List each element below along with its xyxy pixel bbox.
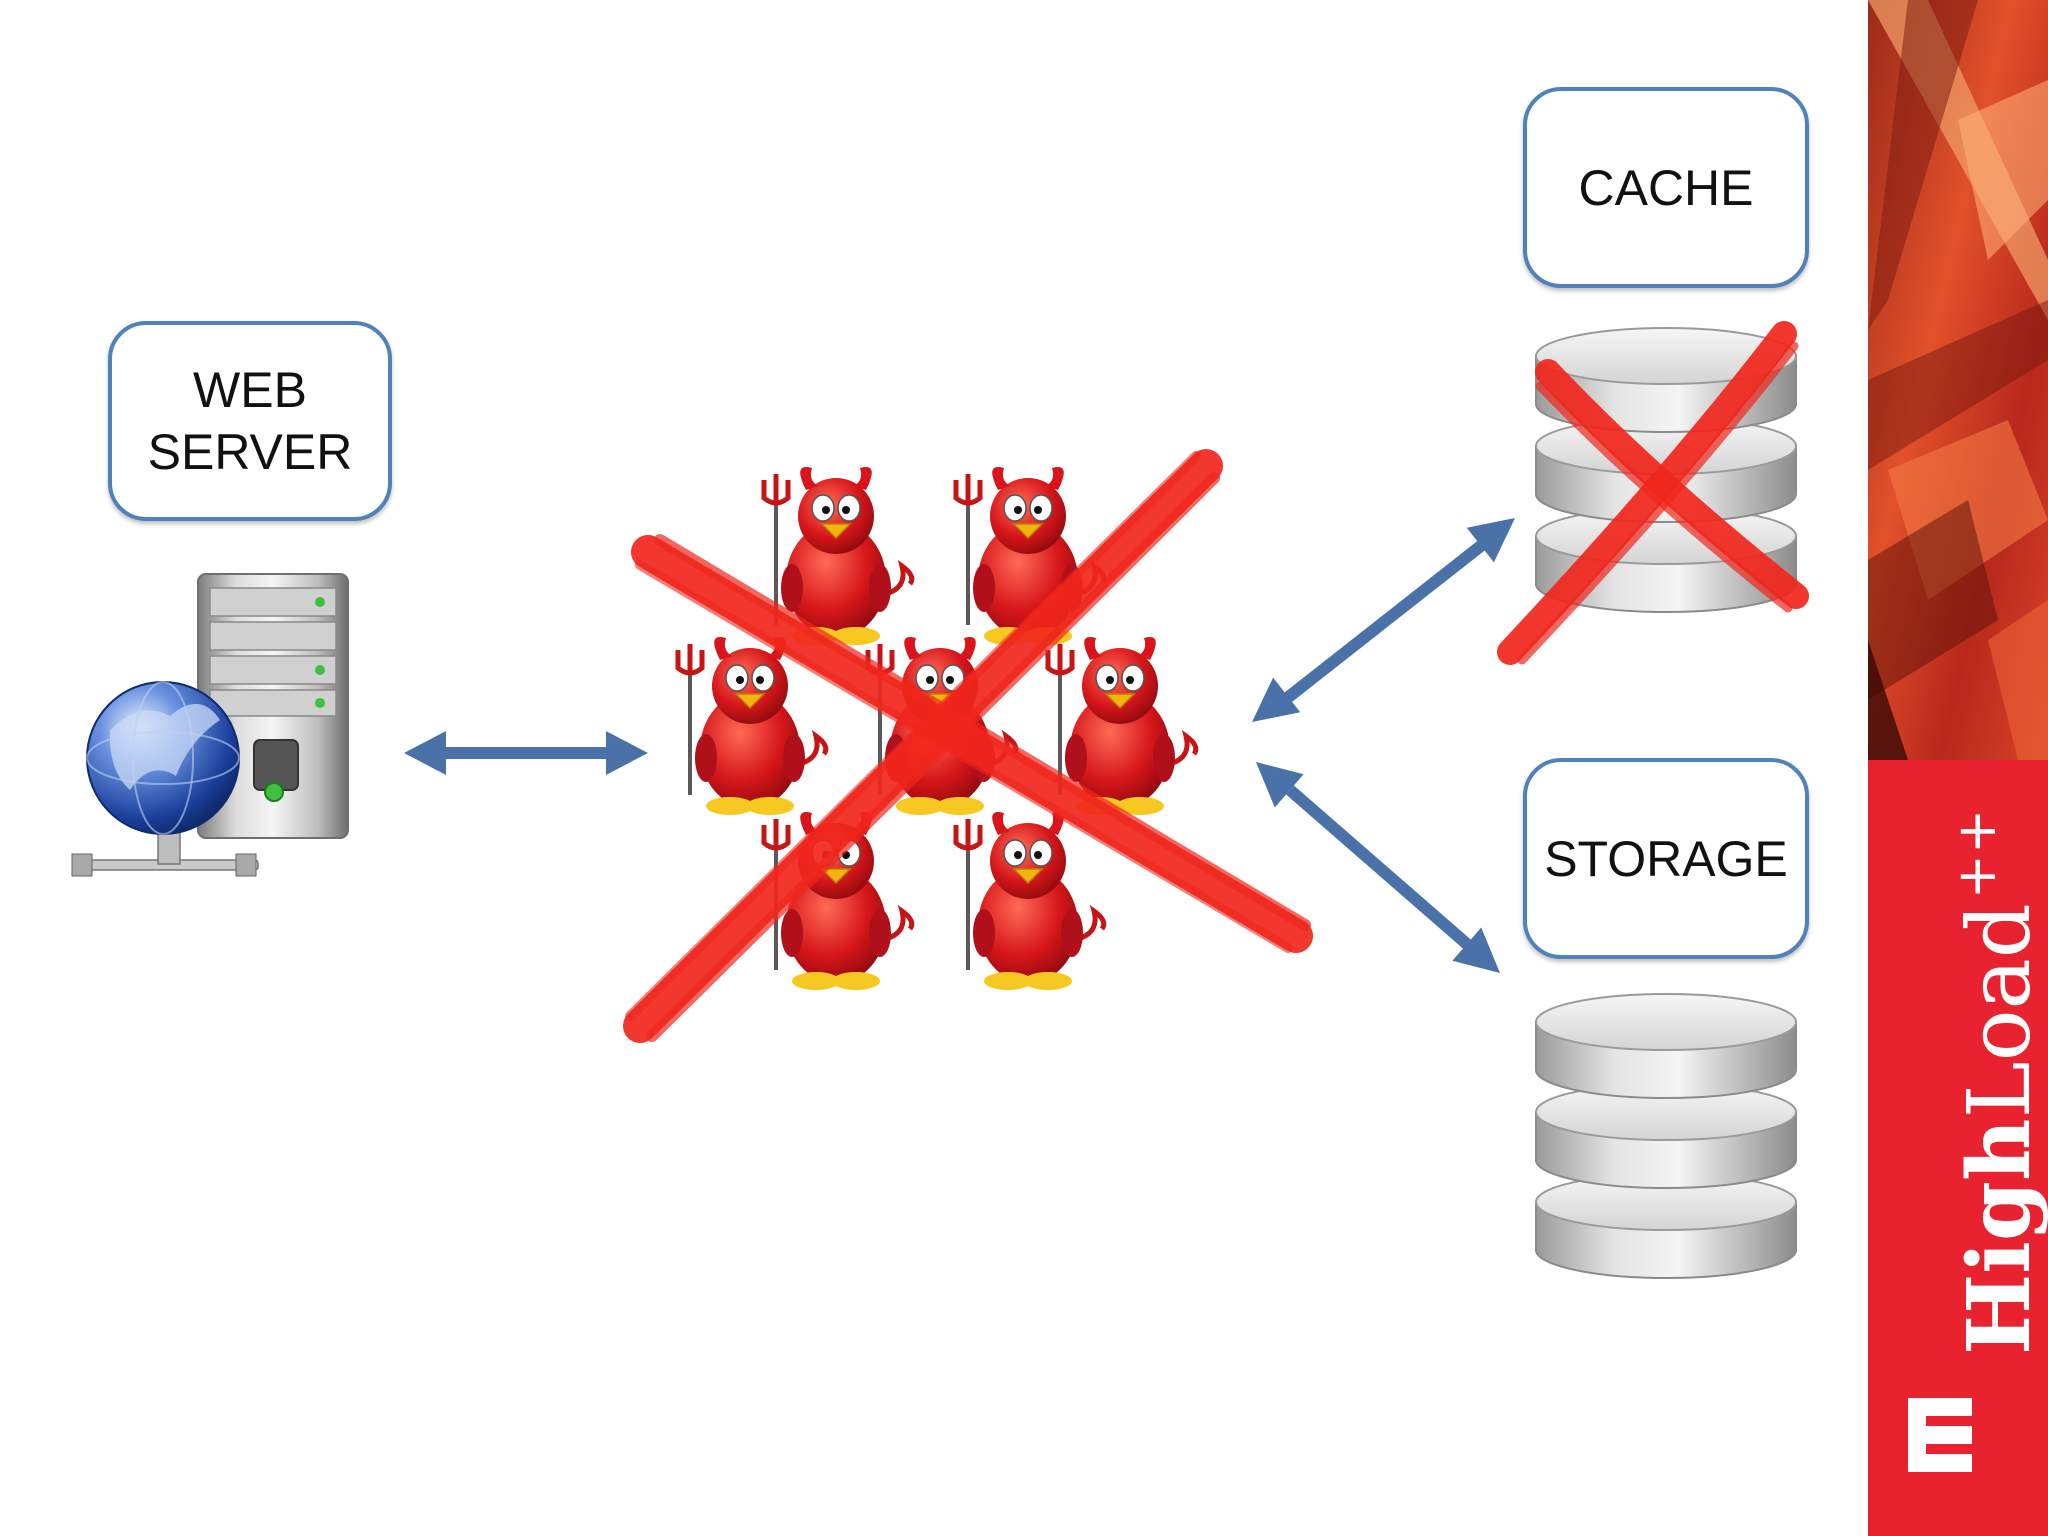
brand-suffix: ++ <box>1945 808 2008 900</box>
brand-name-regular: Load <box>1950 903 2048 1119</box>
cache-label: CACHE <box>1578 159 1754 216</box>
red-cross-mark <box>1497 321 1809 665</box>
highload-logo-icon <box>1908 1398 1972 1472</box>
bots-to-storage-arrow <box>1241 745 1515 990</box>
web-server-label: WEB SERVER <box>147 362 353 480</box>
cache-box: CACHE <box>1523 87 1809 288</box>
brand-panel <box>1868 0 2048 1536</box>
storage-label: STORAGE <box>1544 830 1788 887</box>
web-to-bots-arrow <box>404 731 648 775</box>
web-server-globe-icon <box>71 573 349 877</box>
storage-box: STORAGE <box>1523 758 1809 959</box>
red-cross-mark <box>623 449 1313 1043</box>
bots-to-cache-arrow <box>1238 500 1529 740</box>
web-server-box: WEB SERVER <box>108 321 392 521</box>
brand-panel-art <box>1868 0 2048 1536</box>
brand-wordmark: HighLoad++ <box>1945 809 2048 1355</box>
database-stack-icon <box>1535 993 1797 1279</box>
brand-name-bold: High <box>1949 1118 2048 1355</box>
